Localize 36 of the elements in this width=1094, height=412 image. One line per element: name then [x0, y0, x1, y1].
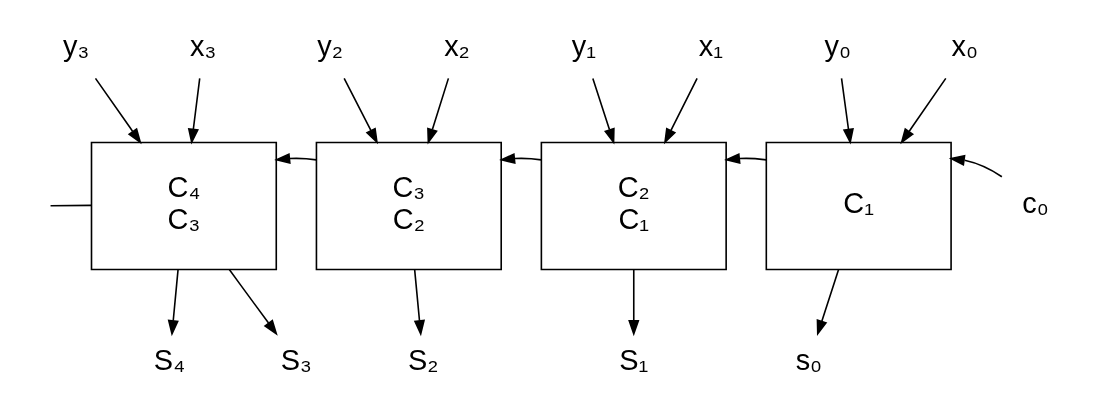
node-box: C₂ C₁ — [540, 141, 727, 271]
arrow — [274, 152, 318, 165]
node-box: C₄ C₃ — [90, 141, 278, 271]
arrow — [628, 268, 640, 337]
node-text: S₄ — [153, 343, 185, 376]
arrow — [228, 268, 278, 336]
arrow — [187, 77, 201, 145]
node-text: s₀ — [795, 343, 823, 376]
node-text: S₂ — [408, 343, 439, 376]
arrow — [840, 77, 854, 145]
node-text: y₃ — [63, 30, 90, 63]
node-box: C₃ C₂ — [315, 141, 502, 271]
node-text: y₁ — [571, 30, 597, 63]
node-text: S₁ — [619, 343, 649, 376]
node-text: x₁ — [698, 30, 723, 63]
node-text: x₀ — [951, 30, 978, 63]
node-text: y₀ — [824, 30, 852, 63]
arrow — [592, 77, 615, 145]
node-text: x₂ — [444, 30, 470, 63]
arrow — [94, 77, 142, 145]
connector — [49, 204, 92, 207]
arrow — [499, 152, 543, 165]
arrow — [724, 152, 768, 165]
arrow — [948, 154, 1003, 178]
arrow — [663, 77, 698, 145]
arrow — [900, 77, 947, 145]
node-text: S₃ — [280, 343, 312, 376]
node-box: C₁ — [765, 141, 952, 271]
node-text: c₀ — [1022, 187, 1049, 220]
arrow — [413, 268, 426, 337]
arrow — [167, 268, 179, 337]
arrow — [427, 77, 450, 145]
arrow — [816, 268, 840, 337]
arrow — [343, 77, 379, 145]
node-text: x₃ — [190, 30, 217, 63]
node-text: y₂ — [317, 30, 343, 63]
